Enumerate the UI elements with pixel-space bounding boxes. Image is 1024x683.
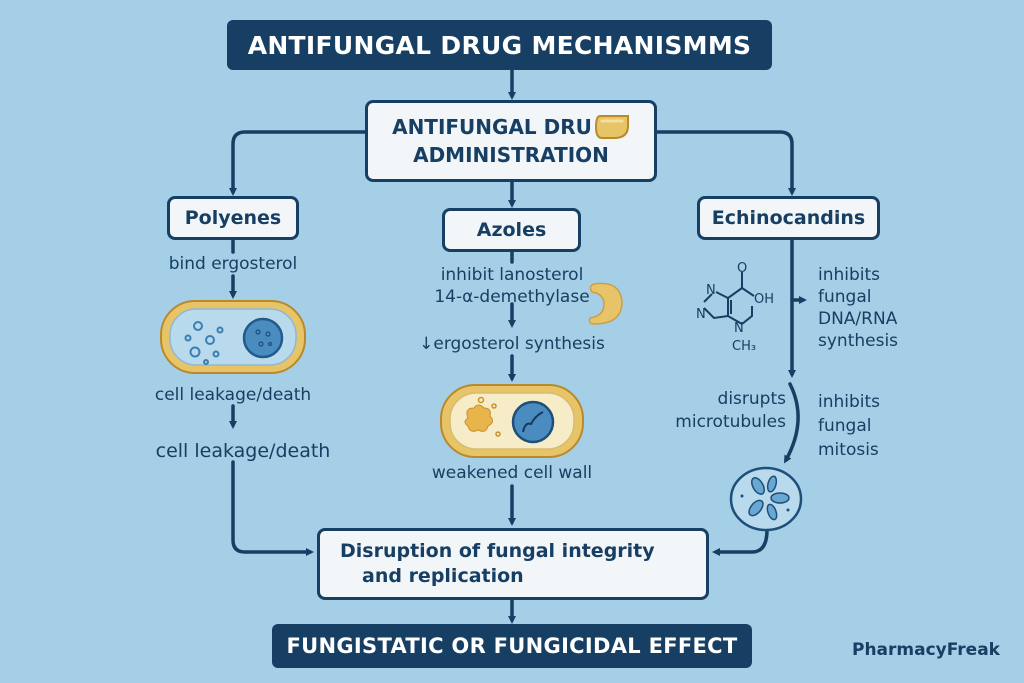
weakened-cell-icon — [440, 384, 584, 458]
enzyme-icon — [588, 282, 623, 325]
echinocandins-label: Echinocandins — [711, 207, 866, 229]
effect1-line: fungal — [818, 287, 872, 307]
atom-oh: OH — [754, 292, 774, 307]
arrow-admin-to-echinocandins — [655, 130, 796, 196]
azoles-step1-line2: 14-α-demethylase — [434, 287, 590, 307]
mitosis-cell-icon — [729, 466, 803, 532]
disruption-line2: and replication — [362, 565, 524, 587]
capsule-icon — [594, 115, 629, 139]
echinocandins-side-label: disrupts microtubules — [650, 388, 786, 434]
title-banner: ANTIFUNGAL DRUG MECHANISMMS — [227, 20, 772, 70]
echinocandins-effect1: inhibits fungal DNA/RNA synthesis — [818, 264, 898, 352]
azoles-box: Azoles — [442, 208, 581, 252]
effect2-line: mitosis — [818, 440, 879, 460]
echinocandins-effect2: inhibits fungal mitosis — [818, 390, 880, 462]
leaking-cell-icon — [160, 300, 306, 374]
polyenes-label: Polyenes — [184, 207, 282, 229]
molecule-structure-icon: O OH N N N CH₃ — [696, 261, 774, 354]
polyenes-step3: cell leakage/death — [155, 440, 331, 462]
azoles-step3: weakened cell wall — [431, 463, 593, 483]
side-label-line: microtubules — [675, 412, 786, 432]
polyenes-step2: cell leakage/death — [154, 385, 312, 405]
administration-box: ANTIFUNGAL DRU ADMINISTRATION — [365, 100, 657, 182]
arrow-admin-to-polyenes — [229, 130, 367, 196]
disruption-line1: Disruption of fungal integrity — [340, 540, 655, 562]
effect1-line: synthesis — [818, 331, 899, 351]
result-banner: FUNGISTATIC OR FUNGICIDAL EFFECT — [272, 624, 752, 668]
effect1-line: DNA/RNA — [818, 309, 898, 329]
atom-n1: N — [706, 283, 716, 298]
brand-logo: PharmacyFreak — [852, 640, 1000, 660]
page-title: ANTIFUNGAL DRUG MECHANISMMS — [247, 30, 752, 60]
atom-ch3: CH₃ — [732, 339, 756, 354]
result-label: FUNGISTATIC OR FUNGICIDAL EFFECT — [286, 634, 738, 658]
atom-n3: N — [734, 321, 744, 336]
arrow-echinocandins-to-disruption — [712, 528, 769, 556]
azoles-label: Azoles — [476, 219, 547, 241]
administration-line2: ADMINISTRATION — [413, 143, 609, 167]
echinocandins-box: Echinocandins — [697, 196, 880, 240]
effect2-line: fungal — [818, 416, 872, 436]
azoles-step2: ↓ergosterol synthesis — [419, 334, 605, 354]
polyenes-step1: bind ergosterol — [168, 254, 298, 274]
arrow-polyenes-to-disruption — [231, 460, 314, 556]
azoles-step1-line1: inhibit lanosterol — [440, 265, 584, 285]
administration-line1: ANTIFUNGAL DRU — [392, 115, 592, 139]
disruption-box: Disruption of fungal integrity and repli… — [317, 528, 709, 600]
atom-n2: N — [696, 307, 706, 322]
atom-o: O — [737, 261, 747, 276]
effect1-line: inhibits — [818, 265, 881, 285]
polyenes-box: Polyenes — [167, 196, 299, 240]
effect2-line: inhibits — [818, 392, 881, 412]
side-label-line: disrupts — [717, 389, 786, 409]
